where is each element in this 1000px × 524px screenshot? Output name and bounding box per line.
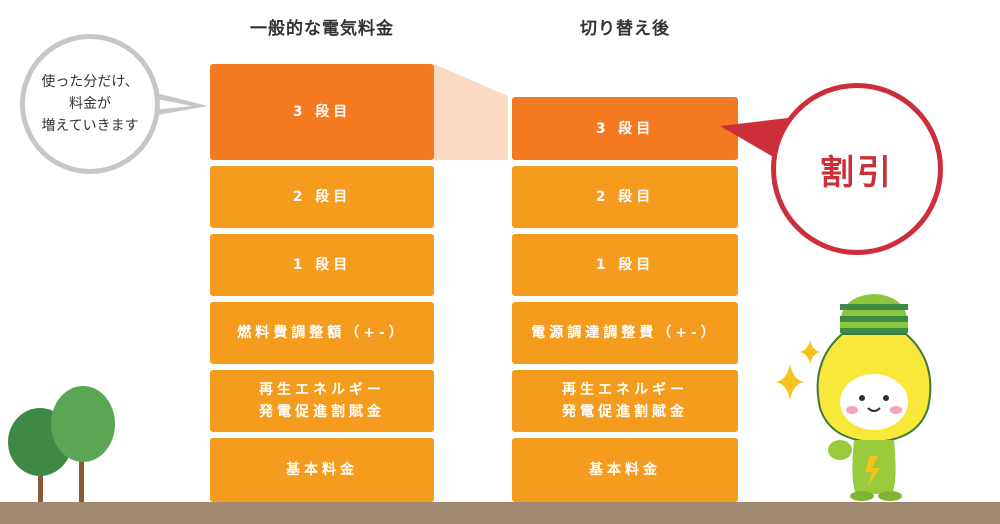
right-base-charge: 基本料金 [512,438,738,502]
right-tier-2: 2 段目 [512,166,738,228]
right-power-procurement-adjustment: 電源調達調整費（+-） [512,302,738,364]
sparkle-icon [776,340,820,400]
left-column-title: 一般的な電気料金 [250,19,394,39]
tree-icon [8,386,115,504]
discount-bubble: 割引 [771,83,943,255]
right-renewable-line2: 発電促進割賦金 [562,404,688,420]
right-column-title: 切り替え後 [580,19,670,39]
left-tier-2-label: 2 段目 [292,189,352,205]
bubble-line-1: 使った分だけ、 [41,74,139,90]
reduction-connector [434,64,508,160]
left-tier-1-label: 1 段目 [292,257,352,273]
right-tier-2-label: 2 段目 [595,189,655,205]
left-tier-3: 3 段目 [210,64,434,160]
left-renewable-levy: 再生エネルギー 発電促進割賦金 [210,370,434,432]
discount-pointer-icon [720,118,788,162]
left-tier-2: 2 段目 [210,166,434,228]
discount-label: 割引 [820,152,894,193]
left-fuel-adjustment: 燃料費調整額（+-） [210,302,434,364]
ground [0,502,1000,524]
right-tier-3-label: 3 段目 [595,120,655,137]
left-tier-3-label: 3 段目 [292,104,352,120]
usage-based-bubble: 使った分だけ、 料金が 増えていきます [20,34,160,174]
left-renewable-line2: 発電促進割賦金 [259,404,385,420]
right-tier-1: 1 段目 [512,234,738,296]
left-base-charge: 基本料金 [210,438,434,502]
right-renewable-line1: 再生エネルギー [562,382,688,398]
right-tier-3: 3 段目 [512,97,738,160]
bubble-line-2: 料金が [69,96,111,112]
left-base-charge-label: 基本料金 [286,462,358,478]
right-power-procurement-label: 電源調達調整費（+-） [531,325,719,341]
right-tier-1-label: 1 段目 [595,257,655,273]
left-tier-1: 1 段目 [210,234,434,296]
bubble-line-3: 増えていきます [41,118,139,134]
bubble-tail-left [152,92,208,116]
lightbulb-mascot-icon [816,294,932,501]
left-fuel-adjustment-label: 燃料費調整額（+-） [237,325,407,341]
right-renewable-levy: 再生エネルギー 発電促進割賦金 [512,370,738,432]
left-renewable-line1: 再生エネルギー [259,382,385,398]
right-base-charge-label: 基本料金 [589,462,661,478]
